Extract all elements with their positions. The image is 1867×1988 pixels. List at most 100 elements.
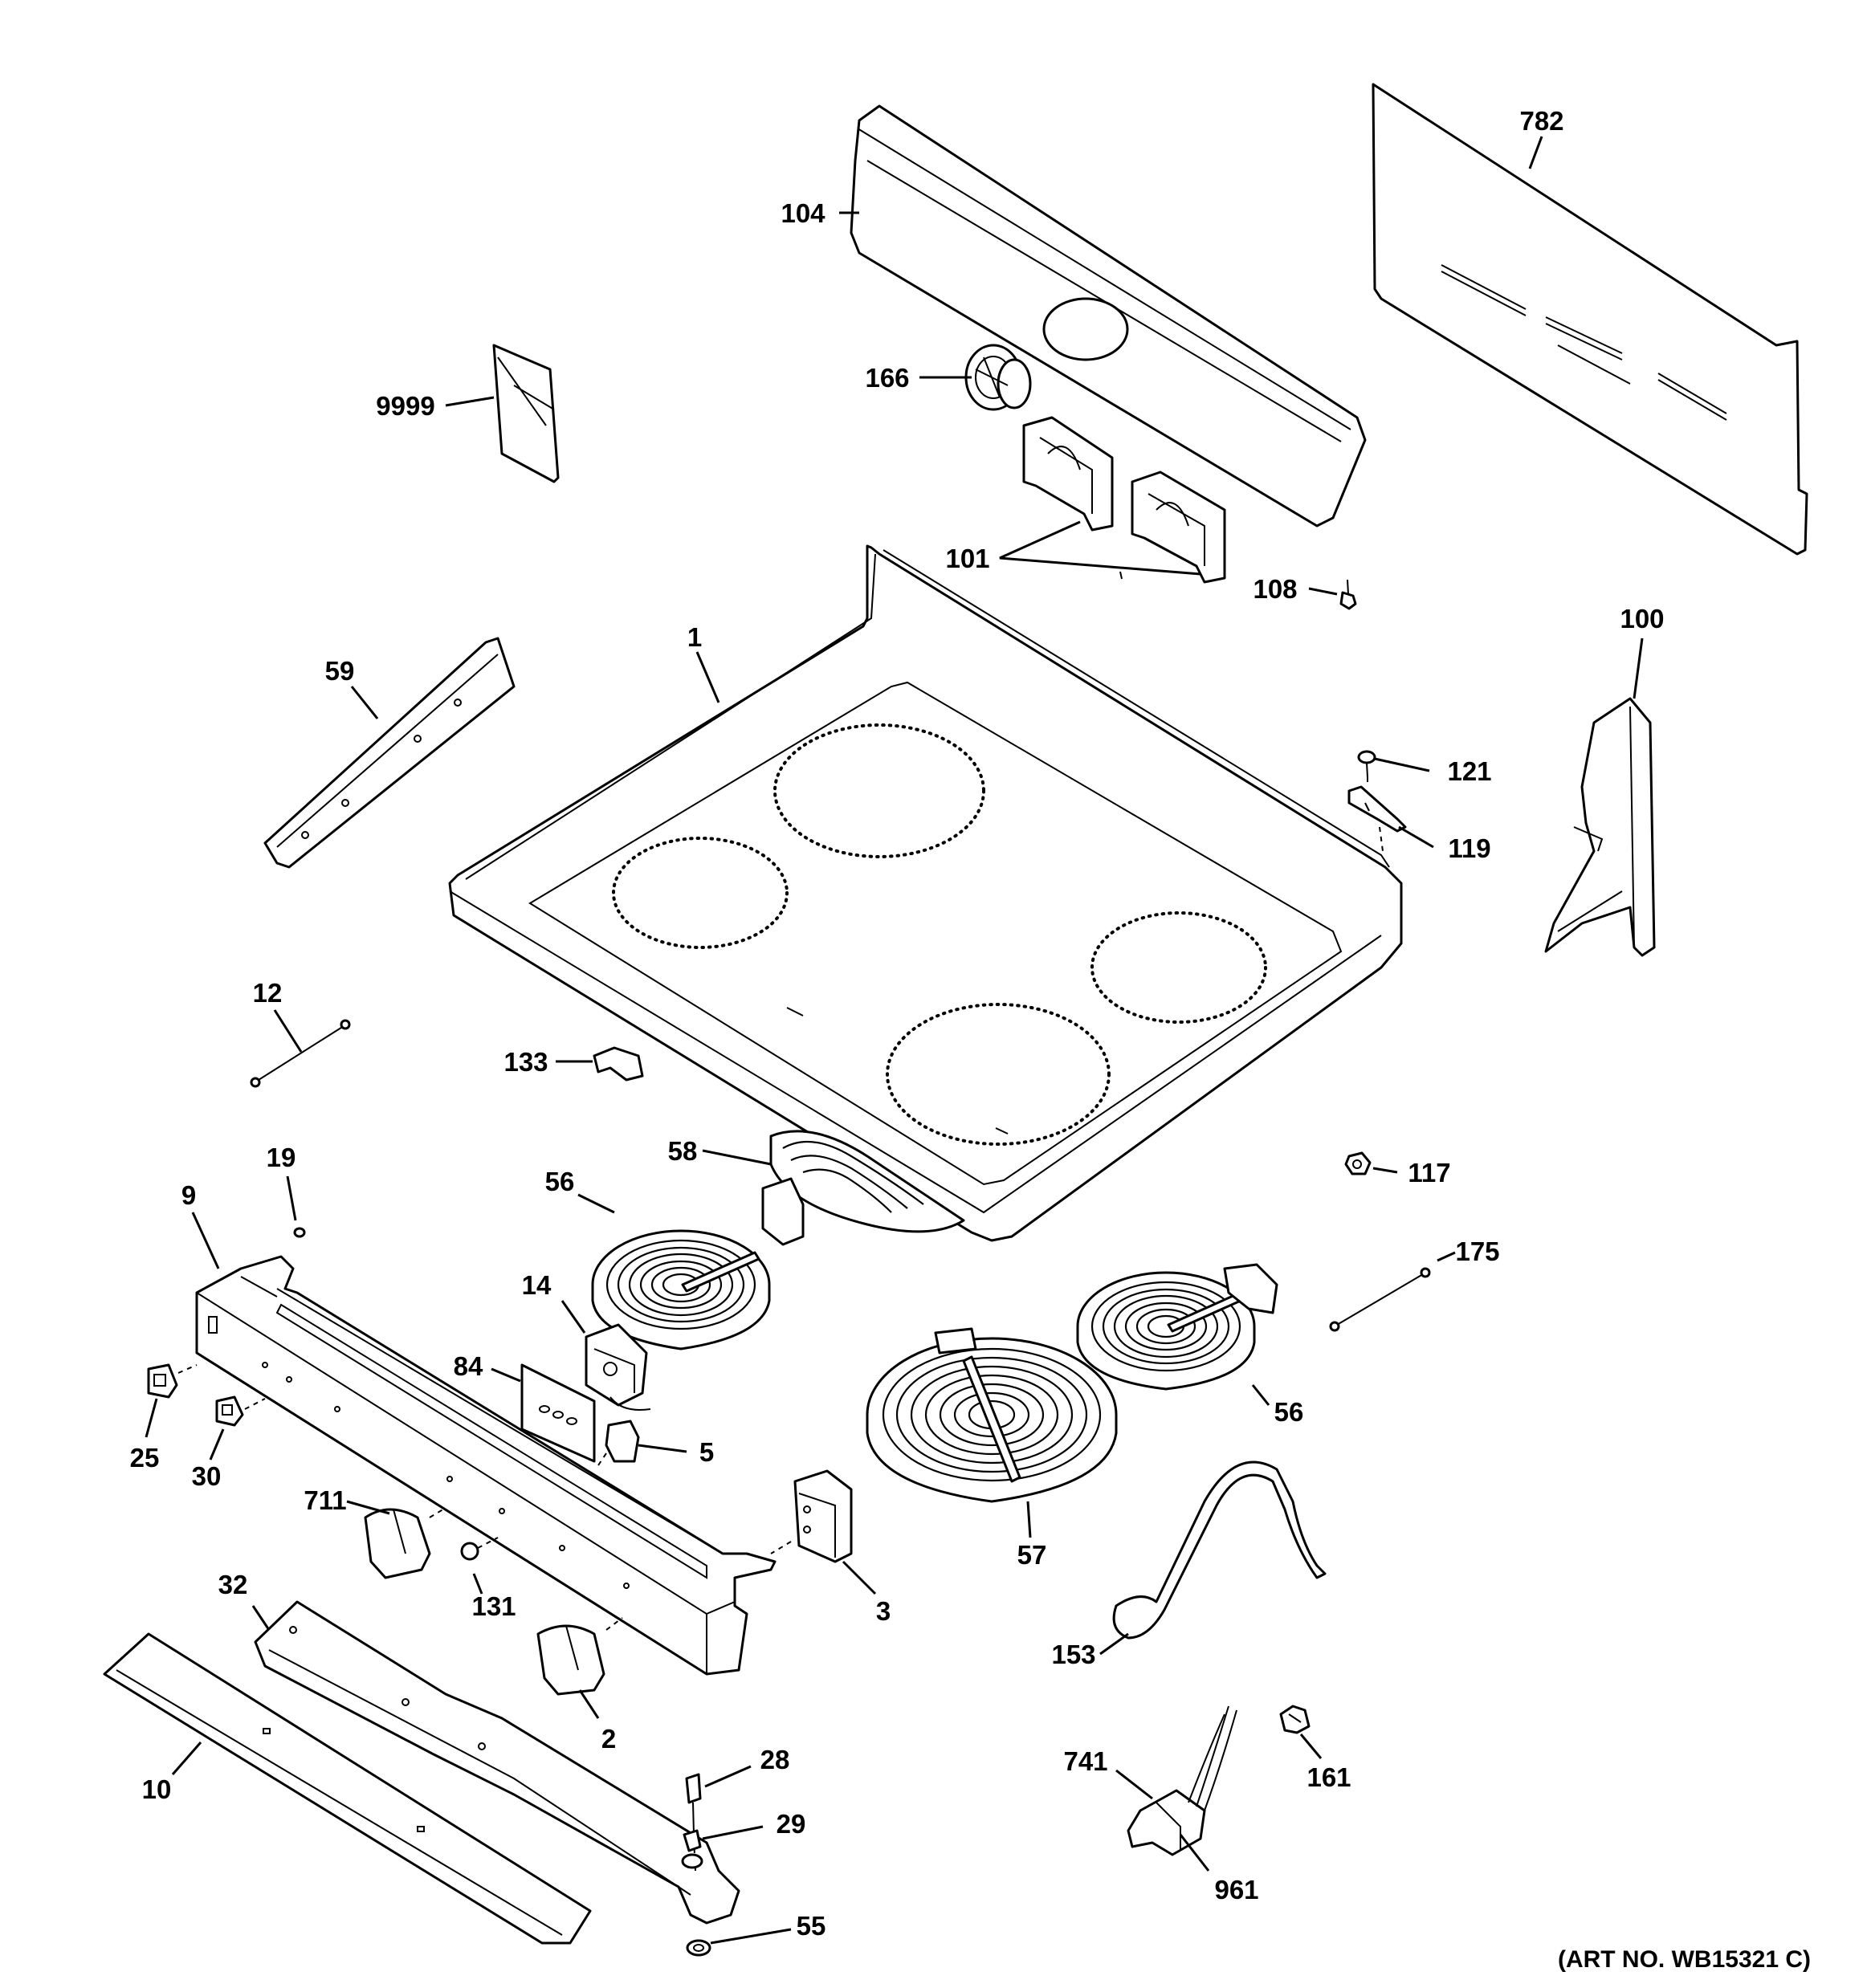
control-panel-9 xyxy=(195,1255,777,1676)
trim-strip-10 xyxy=(103,1632,592,1945)
leader-3 xyxy=(842,1560,877,1595)
leader-14 xyxy=(561,1300,586,1334)
leader-153 xyxy=(1099,1632,1129,1656)
label-12: 12 xyxy=(253,978,283,1008)
leader-55 xyxy=(710,1928,792,1945)
screw-19 xyxy=(293,1227,306,1238)
leader-29 xyxy=(702,1825,764,1840)
label-117: 117 xyxy=(1408,1158,1450,1188)
leader-782 xyxy=(1528,136,1543,169)
label-56a: 56 xyxy=(545,1167,575,1196)
label-59: 59 xyxy=(325,656,355,686)
label-2: 2 xyxy=(601,1724,616,1754)
bracket-101a xyxy=(1022,416,1114,532)
leader-961 xyxy=(1179,1834,1210,1872)
label-108: 108 xyxy=(1253,574,1297,604)
leader-19 xyxy=(286,1175,297,1221)
switch-25 xyxy=(147,1363,198,1399)
label-29: 29 xyxy=(777,1809,806,1839)
label-57: 57 xyxy=(1017,1540,1047,1570)
knob-711 xyxy=(364,1507,446,1579)
leader-101 xyxy=(999,520,1201,576)
leader-117 xyxy=(1372,1167,1398,1174)
rail-59 xyxy=(263,637,516,869)
label-56b: 56 xyxy=(1274,1397,1304,1427)
leader-32 xyxy=(251,1605,271,1631)
wire-harness-153 xyxy=(1112,1460,1327,1640)
leader-100 xyxy=(1633,638,1644,699)
switch-5 xyxy=(597,1420,640,1466)
light-131 xyxy=(460,1537,499,1561)
clip-161 xyxy=(1279,1705,1311,1734)
connector-741 xyxy=(1127,1705,1237,1856)
leader-131 xyxy=(472,1573,483,1595)
leader-57 xyxy=(1026,1501,1032,1538)
switch-3 xyxy=(770,1469,853,1563)
label-84: 84 xyxy=(454,1351,483,1381)
element-56-right xyxy=(1076,1263,1278,1391)
leader-58 xyxy=(702,1149,772,1166)
label-175: 175 xyxy=(1455,1236,1499,1266)
bolt-28 xyxy=(685,1773,702,1872)
art-number: (ART NO. WB15321 C) xyxy=(1558,1946,1811,1973)
leader-12 xyxy=(273,1009,303,1053)
label-plate-84 xyxy=(520,1363,596,1463)
leader-5 xyxy=(638,1444,687,1453)
leader-30 xyxy=(209,1428,225,1460)
label-58: 58 xyxy=(668,1136,698,1166)
label-961: 961 xyxy=(1214,1875,1258,1904)
leader-84 xyxy=(491,1367,521,1383)
label-9: 9 xyxy=(181,1180,196,1210)
label-121: 121 xyxy=(1447,756,1491,786)
label-100: 100 xyxy=(1620,604,1664,633)
leader-711 xyxy=(346,1500,390,1515)
back-panel-782 xyxy=(1372,83,1808,556)
leader-2 xyxy=(578,1689,600,1719)
label-28: 28 xyxy=(760,1745,790,1774)
leader-161 xyxy=(1299,1733,1323,1759)
label-25: 25 xyxy=(130,1443,160,1473)
leader-56b xyxy=(1251,1384,1270,1406)
label-5: 5 xyxy=(699,1437,714,1467)
backsplash-104 xyxy=(850,104,1367,528)
leader-28 xyxy=(704,1765,752,1788)
switch-30 xyxy=(215,1395,266,1427)
label-10: 10 xyxy=(142,1774,172,1804)
rail-32 xyxy=(254,1600,740,1925)
label-782: 782 xyxy=(1519,106,1563,136)
label-3: 3 xyxy=(876,1596,891,1626)
label-32: 32 xyxy=(218,1570,248,1599)
label-1: 1 xyxy=(687,622,702,652)
leader-108 xyxy=(1308,587,1338,596)
leader-741 xyxy=(1115,1769,1153,1800)
nut-117 xyxy=(1344,1151,1372,1175)
leader-9999 xyxy=(445,396,495,407)
leader-9 xyxy=(191,1212,220,1269)
cooktop-1 xyxy=(448,544,1403,1242)
leader-25 xyxy=(145,1398,158,1438)
wire-12 xyxy=(250,1019,351,1088)
label-9999: 9999 xyxy=(376,391,434,421)
label-161: 161 xyxy=(1306,1762,1351,1792)
label-131: 131 xyxy=(471,1591,516,1621)
side-trim-100 xyxy=(1544,697,1656,957)
label-166: 166 xyxy=(865,363,909,393)
element-57 xyxy=(866,1327,1118,1503)
label-14: 14 xyxy=(522,1270,552,1300)
element-58 xyxy=(769,1130,965,1233)
leader-59 xyxy=(350,686,379,719)
label-19: 19 xyxy=(267,1143,296,1172)
leader-121 xyxy=(1374,757,1430,772)
leader-119 xyxy=(1398,825,1434,849)
leader-56a xyxy=(577,1193,615,1214)
leader-10 xyxy=(171,1742,202,1775)
clip-133 xyxy=(593,1046,644,1082)
element-56-left xyxy=(591,1177,805,1350)
label-104: 104 xyxy=(781,198,825,228)
label-119: 119 xyxy=(1448,833,1490,863)
label-101: 101 xyxy=(945,544,989,573)
leader-1 xyxy=(695,651,720,703)
encoder-166 xyxy=(964,344,1032,411)
label-30: 30 xyxy=(192,1461,222,1491)
screw-108 xyxy=(1339,579,1357,610)
